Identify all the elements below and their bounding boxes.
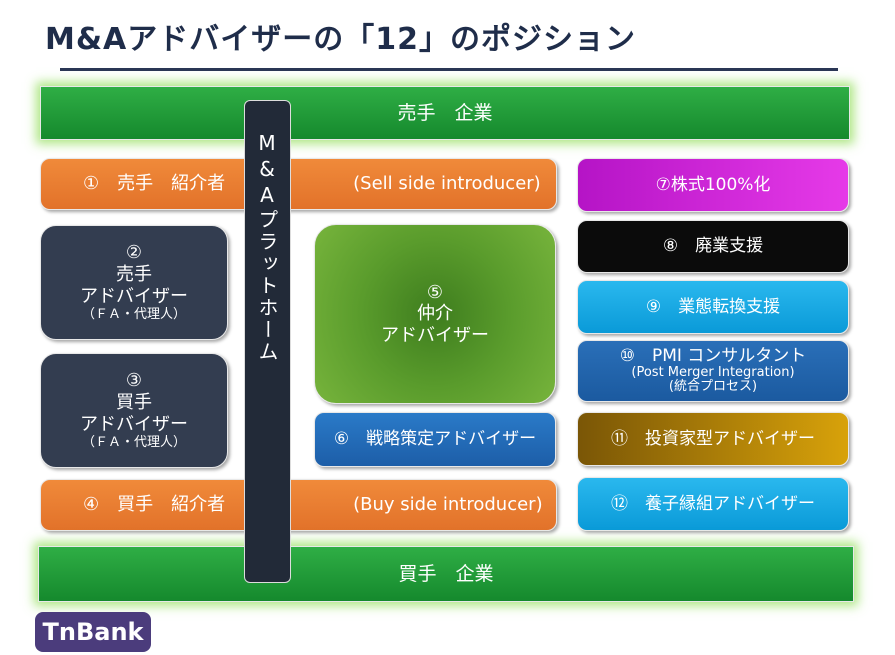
position-12-adoption-advisor: ⑫ 養子縁組アドバイザー [577,477,849,531]
position-2-number: ② [125,242,143,264]
buyer-company-label: 買手 企業 [398,562,494,585]
position-1-seller-introducer: ① 売手 紹介者 (Sell side introducer) [40,158,557,210]
position-7-full-ownership: ⑦株式100%化 [577,158,849,212]
position-2-line3: （ＦＡ・代理人） [81,307,186,323]
position-3-number: ③ [125,370,143,392]
position-10-line3: (統合プロセス) [668,379,758,395]
position-10-line1: ⑩ PMI コンサルタント [619,346,807,367]
position-9-label: ⑨ 業態転換支援 [645,296,781,317]
tnbank-logo: TnBank [35,612,151,652]
position-10-pmi-consultant: ⑩ PMI コンサルタント (Post Merger Integration) … [577,340,849,402]
position-6-strategy-advisor: ⑥ 戦略策定アドバイザー [314,412,556,467]
position-1-label: ① 売手 紹介者 [83,173,226,195]
position-5-intermediary-advisor: ⑤ 仲介 アドバイザー [314,224,556,404]
seller-company-bar: 売手 企業 [40,86,850,140]
page-title: M&Aアドバイザーの「12」のポジション [45,22,636,57]
position-5-line2: アドバイザー [381,324,489,346]
position-3-line1: 買手 [116,391,152,413]
title-divider [60,68,838,71]
buyer-company-bar: 買手 企業 [38,546,854,602]
position-7-label: ⑦株式100%化 [655,174,771,195]
position-10-line2: (Post Merger Integration) [631,365,795,381]
position-3-line3: （ＦＡ・代理人） [81,435,186,451]
position-2-seller-advisor: ② 売手 アドバイザー （ＦＡ・代理人） [40,225,228,340]
position-3-buyer-advisor: ③ 買手 アドバイザー （ＦＡ・代理人） [40,353,228,468]
position-2-line1: 売手 [116,263,152,285]
position-11-label: ⑪ 投資家型アドバイザー [611,428,815,449]
position-3-line2: アドバイザー [80,413,188,435]
position-12-label: ⑫ 養子縁組アドバイザー [611,493,815,514]
position-4-label: ④ 買手 紹介者 [83,494,226,516]
ma-platform-bar: M&Aプラットホーム [244,100,291,583]
position-2-line2: アドバイザー [80,285,188,307]
position-8-label: ⑧ 廃業支援 [662,236,764,257]
position-8-closure-support: ⑧ 廃業支援 [577,220,849,273]
position-6-label: ⑥ 戦略策定アドバイザー [333,429,537,450]
position-11-investor-advisor: ⑪ 投資家型アドバイザー [577,412,849,466]
position-4-english: (Buy side introducer) [353,494,543,516]
position-5-line1: 仲介 [417,303,453,325]
seller-company-label: 売手 企業 [397,101,493,124]
position-5-number: ⑤ [426,281,444,303]
position-9-business-conversion: ⑨ 業態転換支援 [577,280,849,334]
position-4-buyer-introducer: ④ 買手 紹介者 (Buy side introducer) [40,479,557,531]
position-1-english: (Sell side introducer) [353,173,541,195]
